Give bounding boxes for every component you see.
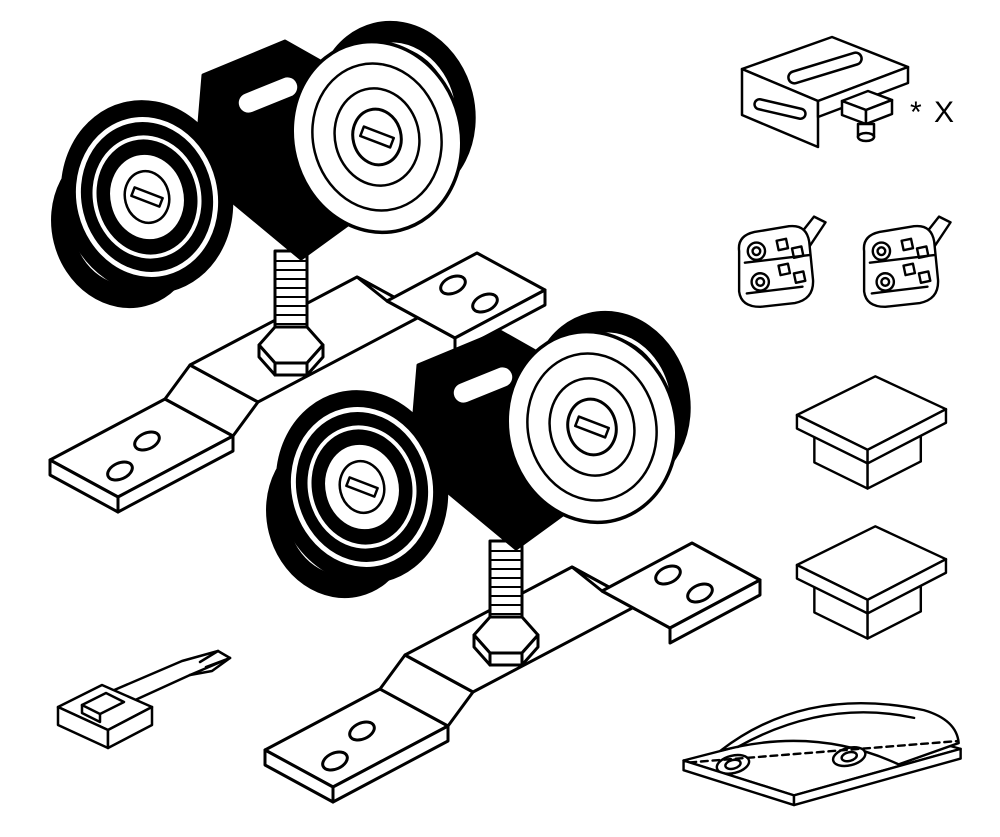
floor-guide	[40, 645, 240, 770]
guide-base-side	[106, 705, 154, 750]
stop-dashed-line	[688, 739, 958, 764]
cap-front-face	[866, 557, 948, 615]
end-cap-1	[775, 355, 965, 505]
bracket-slot	[753, 98, 807, 120]
clip-body	[737, 224, 815, 309]
angle-bracket-x	[700, 25, 930, 185]
stop-thickness	[792, 747, 962, 807]
support-clip-1	[718, 205, 838, 330]
cap-front-face	[866, 407, 948, 465]
stop-hump	[719, 701, 960, 766]
end-cap-2	[775, 505, 965, 655]
part-label-x: * X	[910, 96, 957, 129]
support-clip-2	[843, 205, 963, 330]
door-stop	[670, 665, 980, 825]
clip-body	[862, 224, 940, 309]
clamp-block	[840, 89, 894, 143]
guide-base-hole	[80, 691, 126, 716]
bracket-slot	[787, 51, 863, 85]
